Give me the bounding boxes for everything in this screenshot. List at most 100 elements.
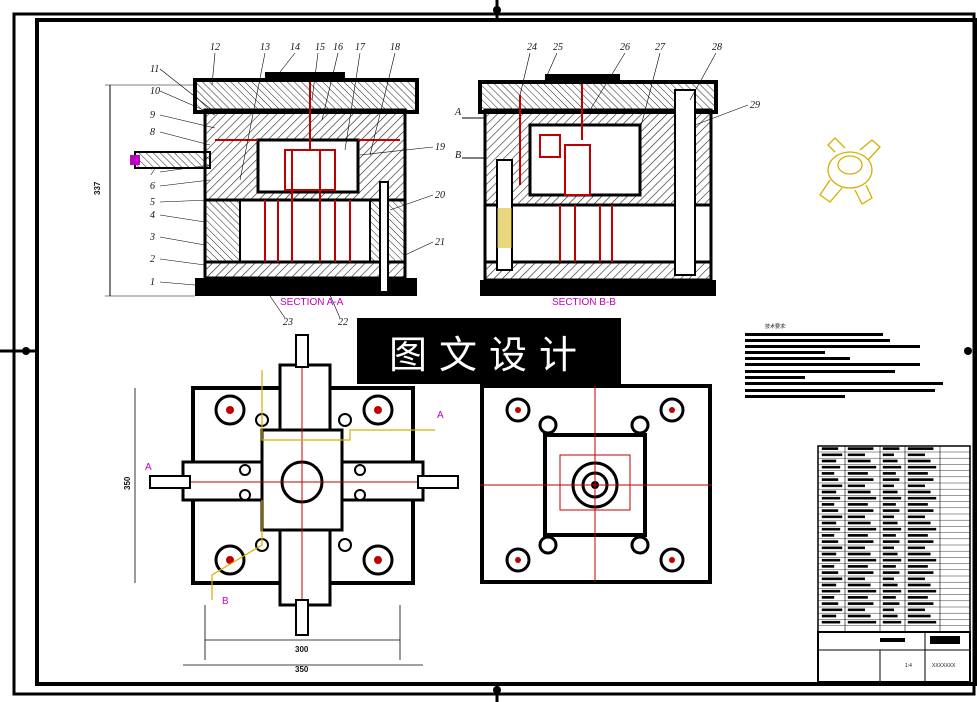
label-27: 27 [655,42,666,53]
label-16: 16 [333,42,343,53]
parts-list-cell [847,472,868,475]
parts-list-cell [882,472,896,475]
locating-ring [265,72,345,82]
tech-title: 技术要求: [765,323,786,330]
parts-list-cell [907,546,925,550]
label-2: 2 [150,254,155,265]
parts-list-cell [821,596,835,599]
parts-list-cell [907,515,925,519]
parts-list-cell [907,565,928,568]
parts-list-cell [882,478,900,481]
parts-list-cell [847,447,874,450]
parts-list-cell [882,608,895,612]
parts-list-cell [847,565,868,568]
parts-list-cell [847,558,877,562]
parts-list-cell [847,552,871,556]
parts-list-cell [882,515,895,519]
parts-list-cell [847,478,874,481]
parts-list-cell [907,583,931,587]
top-clamp-plate [193,78,419,114]
parts-list-cell [821,459,837,463]
parts-list-cell [907,577,925,581]
parts-list-cell [847,596,868,599]
part-isometric [819,137,881,205]
section-aa-view: 337 [93,72,419,297]
parts-list-cell [907,484,925,488]
parts-list-cell [847,484,865,488]
label-26: 26 [620,42,630,53]
parts-list-cell [882,577,895,581]
parts-list-cell [847,583,871,587]
parts-list-cell [847,546,865,550]
parts-list-cell [847,490,871,494]
parts-list-cell [821,565,835,568]
parts-list-cell [882,583,898,587]
label-28: 28 [712,42,722,53]
parts-list-cell [821,453,843,457]
parts-list-cell [882,596,896,599]
center-dot-bottom [493,686,501,694]
label-24: 24 [527,42,537,53]
parts-list-cell [821,540,839,543]
parts-list-cell [907,496,937,500]
plan-view-a: 350 300 350 A A B [123,334,459,674]
label-12: 12 [210,42,220,53]
parts-list-cell [847,465,877,469]
parts-list-cell [847,534,868,537]
parts-list-cell [882,571,900,574]
parts-list-cell [907,602,934,605]
clamp-plate-bottom [195,278,417,296]
parts-list-cell [882,620,902,624]
parts-list-cell [907,478,934,481]
parts-list-cell [821,521,837,525]
label-19: 19 [435,142,445,153]
parts-list-cell [821,552,837,556]
label-14: 14 [290,42,300,53]
parts-list-cell [821,490,837,494]
parts-list-cell [907,589,937,593]
bb-mark-b: B [455,150,461,161]
parts-list-cell [821,534,835,537]
parts-list-cell [882,465,902,469]
parts-list-cell [847,589,877,593]
parts-list-cell [907,534,928,537]
parts-list-cell [821,577,843,581]
label-23: 23 [283,317,293,328]
part-labels-top: 12 13 14 15 16 17 18 [210,42,400,181]
parts-list-cell [882,521,898,525]
parts-list-cell [821,515,843,519]
label-18: 18 [390,42,400,53]
parts-list-cell [821,608,843,612]
parts-list-cell [882,459,898,463]
parts-list-cell [882,546,895,550]
parts-list-cell [882,614,898,618]
parts-list [817,445,971,633]
parts-list-cell [821,447,839,450]
label-4: 4 [150,210,155,221]
bb-ejector-column [674,89,696,276]
label-9: 9 [150,110,155,121]
part-labels-left: 1 2 3 4 5 6 7 8 9 10 11 [149,64,216,288]
label-6: 6 [150,181,155,192]
part-labels-right-b: 24 25 26 27 28 29 [519,42,760,131]
parts-list-cell [882,602,900,605]
parts-list-cell [821,465,841,469]
label-11: 11 [150,64,159,75]
parts-list-cell [882,453,895,457]
label-15: 15 [315,42,325,53]
parts-list-cell [847,608,865,612]
label-25: 25 [553,42,563,53]
parts-list-cell [882,540,900,543]
parts-list-cell [882,509,900,512]
parts-list-cell [882,589,902,593]
parts-list-cell [821,527,841,531]
parts-list-cell [907,540,934,543]
label-7: 7 [150,167,156,178]
section-bb-view: A B [454,74,718,296]
parts-list-cell [907,614,931,618]
plan-view-b [480,384,712,584]
ejector-plate [203,260,407,280]
label-20: 20 [435,190,445,201]
parts-list-cell [907,571,934,574]
